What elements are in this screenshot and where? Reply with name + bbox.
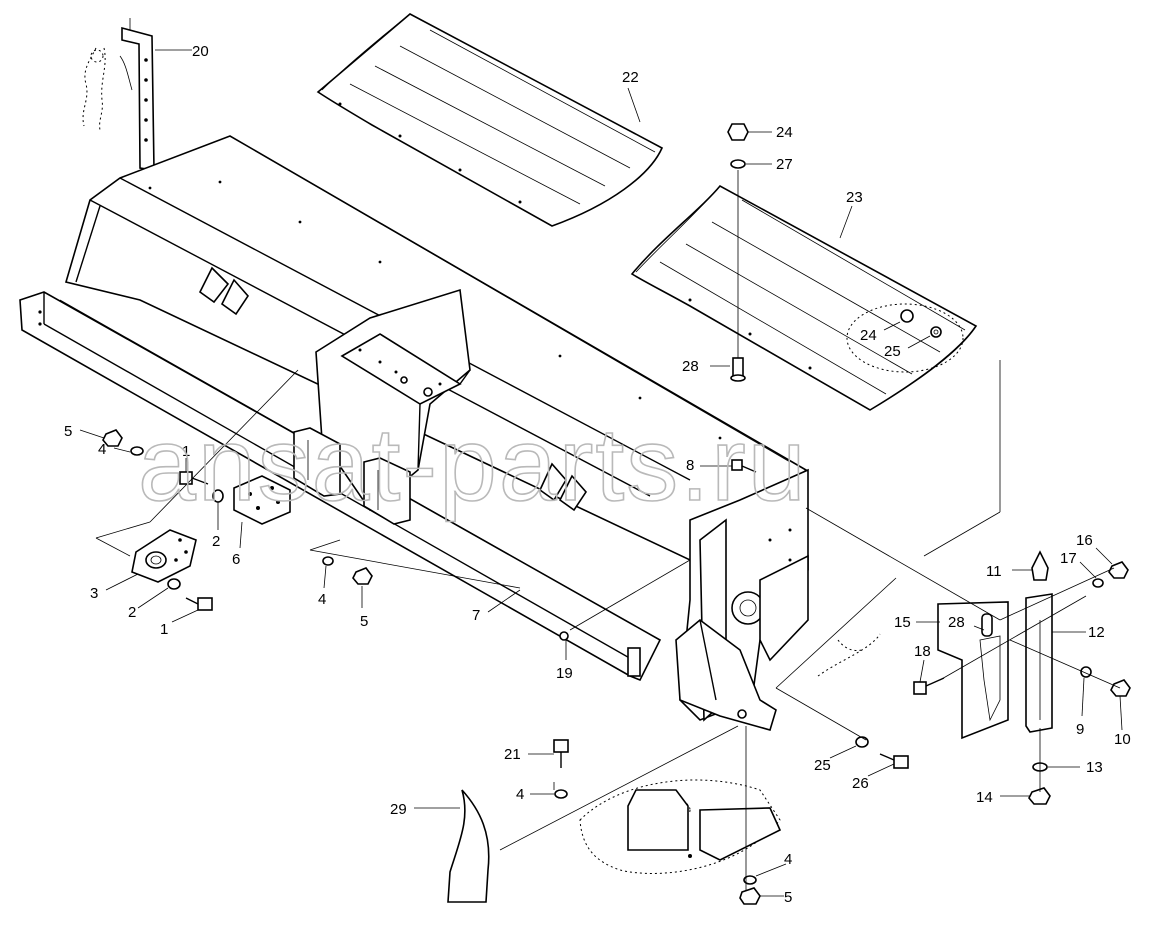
watermark: ansat-parts.ru — [138, 407, 808, 523]
callout-1b: 1 — [160, 621, 168, 638]
callout-25a: 25 — [884, 343, 901, 360]
gearbox-base-ghost — [579, 779, 782, 874]
callout-15: 15 — [894, 614, 911, 631]
stud-assembly — [727, 123, 749, 382]
part-23-cover — [630, 184, 978, 411]
callout-22: 22 — [622, 69, 639, 86]
callout-19: 19 — [556, 665, 573, 682]
callout-12: 12 — [1088, 624, 1105, 641]
callout-2b: 2 — [128, 604, 136, 621]
callout-20: 20 — [192, 43, 209, 60]
callout-4c: 4 — [516, 786, 524, 803]
part-12-bracket — [1025, 593, 1053, 733]
latch-ghost — [817, 633, 881, 677]
callout-28a: 28 — [682, 358, 699, 375]
leader-lines — [95, 360, 1121, 890]
callout-18: 18 — [914, 643, 931, 660]
callout-labels: 20 22 24 27 23 24 25 28 5 4 1 2 6 3 2 1 … — [64, 43, 1131, 906]
callout-1a: 1 — [182, 443, 190, 460]
callout-4d: 4 — [784, 851, 792, 868]
callout-2a: 2 — [212, 533, 220, 550]
part-3-flange — [131, 529, 197, 583]
callout-16: 16 — [1076, 532, 1093, 549]
part-6-plate — [233, 475, 291, 525]
part-29-shield — [447, 789, 490, 903]
callout-27: 27 — [776, 156, 793, 173]
callout-29: 29 — [390, 801, 407, 818]
callout-9: 9 — [1076, 721, 1084, 738]
callout-28b: 28 — [948, 614, 965, 631]
callout-17: 17 — [1060, 550, 1077, 567]
callout-5b: 5 — [360, 613, 368, 630]
callout-24a: 24 — [776, 124, 793, 141]
callout-8: 8 — [686, 457, 694, 474]
callout-5c: 5 — [784, 889, 792, 906]
callout-4b: 4 — [318, 591, 326, 608]
part-15-plate — [937, 601, 1009, 740]
callout-24b: 24 — [860, 327, 877, 344]
callout-6: 6 — [232, 551, 240, 568]
callout-pointers — [79, 49, 1123, 897]
callout-11: 11 — [986, 563, 1002, 580]
part-22-cover — [316, 13, 664, 227]
callout-25b: 25 — [814, 757, 831, 774]
fasteners — [102, 429, 1131, 905]
callout-26: 26 — [852, 775, 869, 792]
callout-3: 3 — [90, 585, 98, 602]
callout-21: 21 — [504, 746, 521, 763]
callout-13: 13 — [1086, 759, 1103, 776]
callout-10: 10 — [1114, 731, 1131, 748]
callout-14: 14 — [976, 789, 993, 806]
callout-23: 23 — [846, 189, 863, 206]
part-20-bracket — [82, 18, 155, 171]
callout-5a: 5 — [64, 423, 72, 440]
callout-4a: 4 — [98, 441, 106, 458]
main-frame — [19, 135, 809, 731]
callout-7: 7 — [472, 607, 480, 624]
